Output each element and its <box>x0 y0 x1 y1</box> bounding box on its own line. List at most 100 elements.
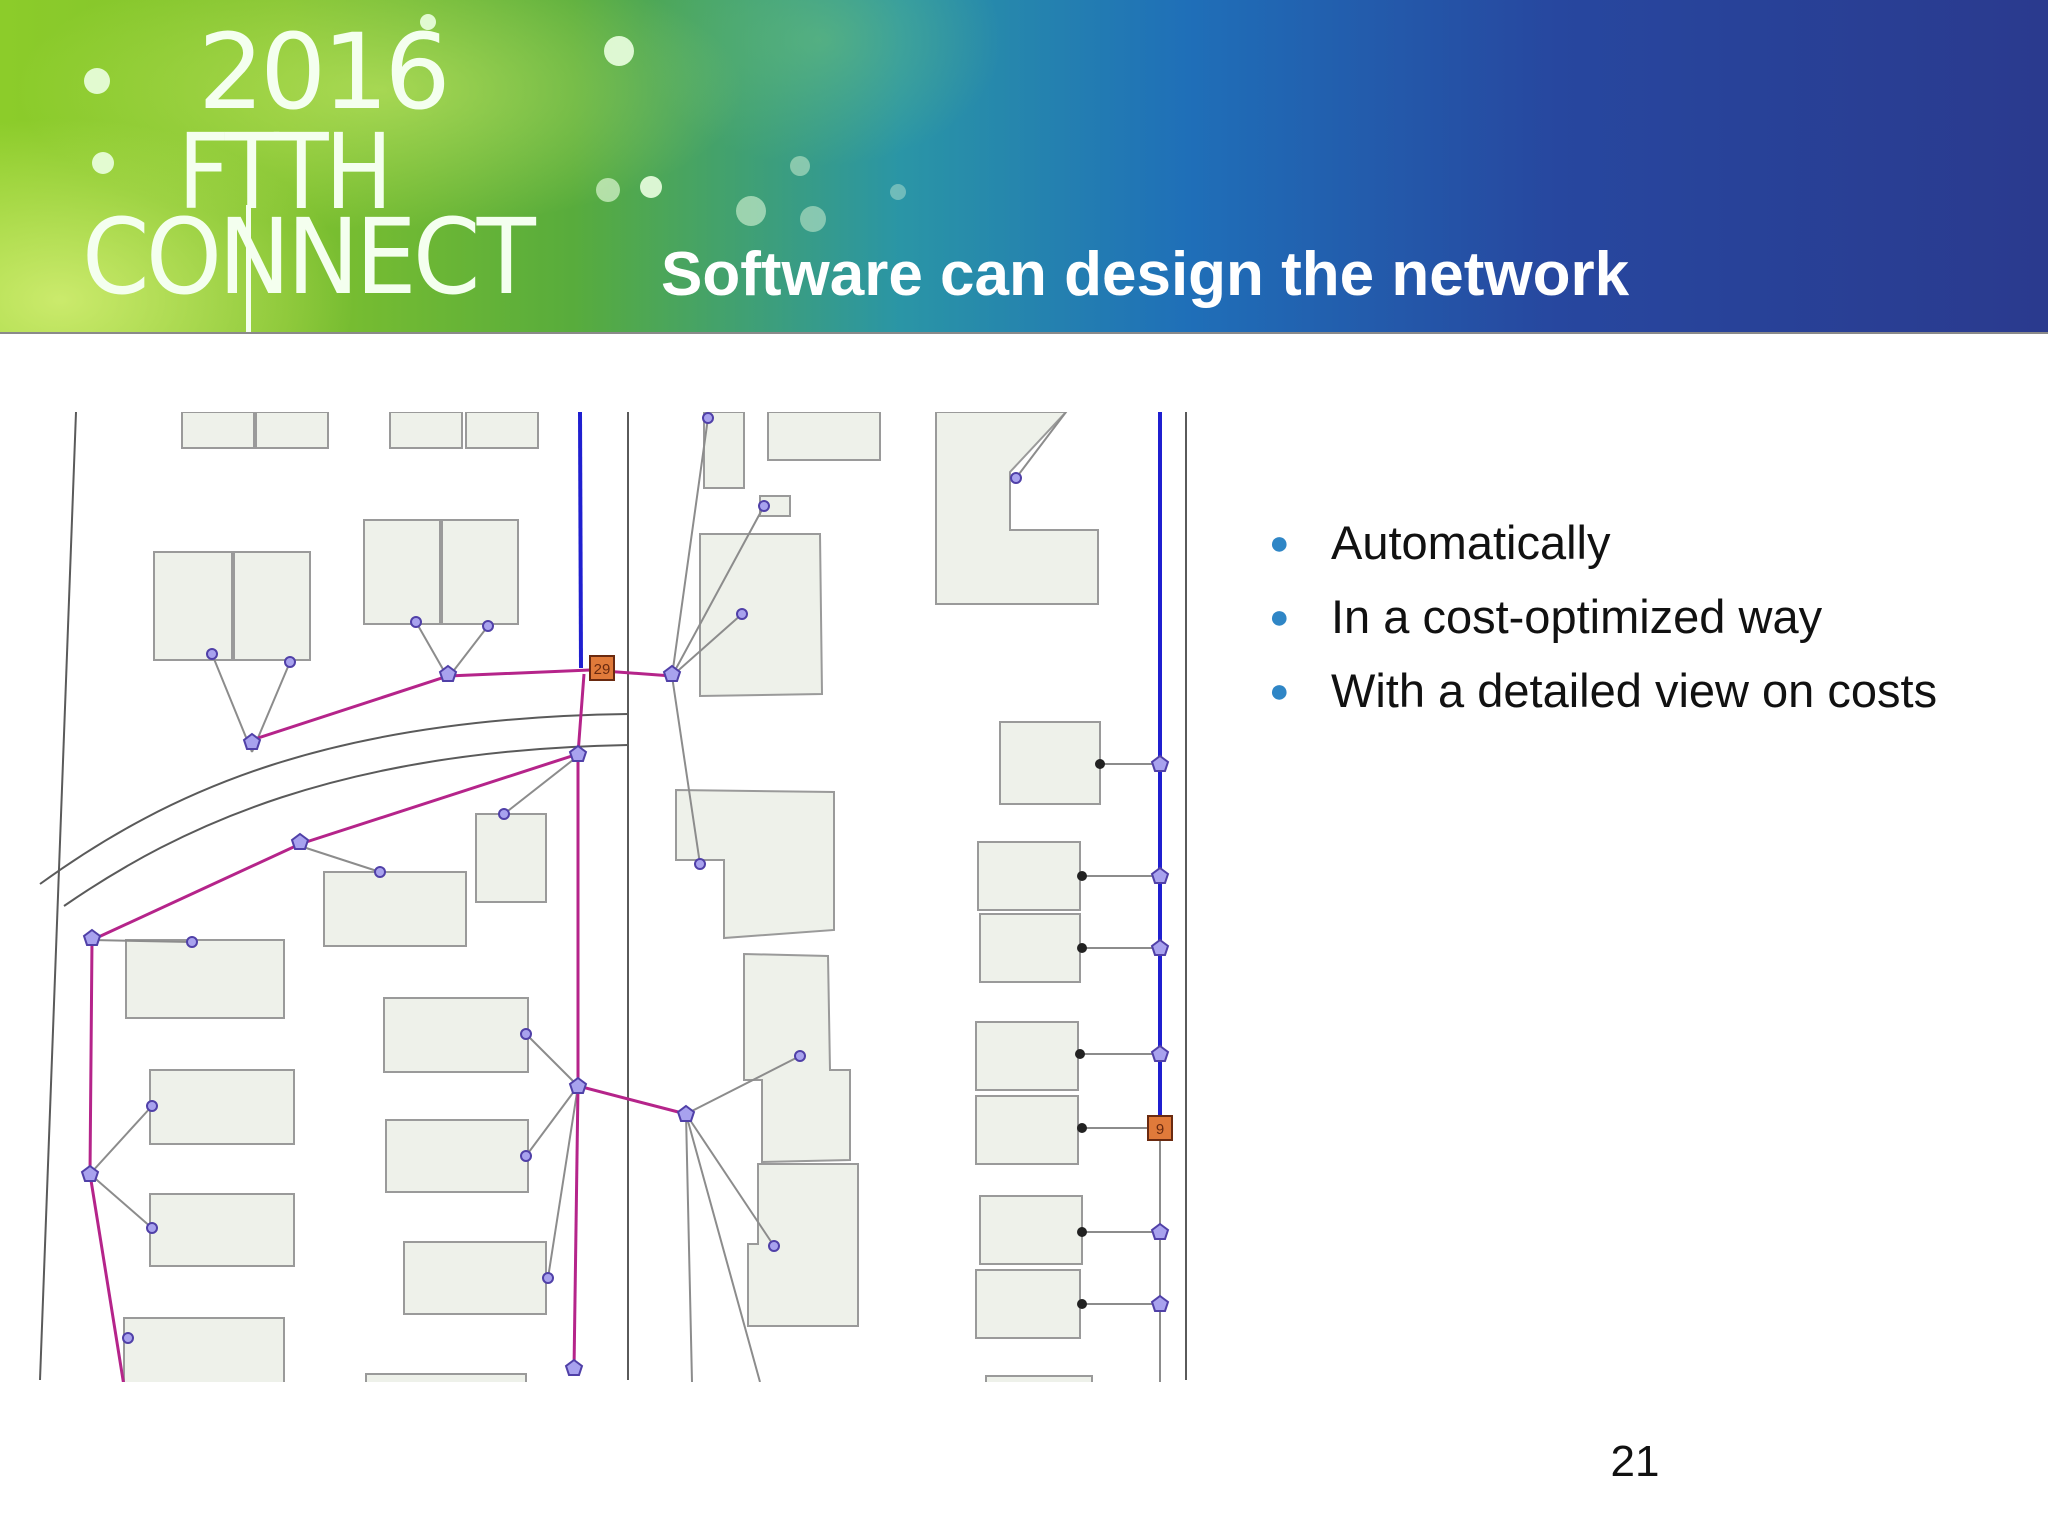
distribution-cable <box>572 1085 580 1371</box>
node-marker <box>768 1240 780 1252</box>
cabinet-box <box>1147 1115 1173 1141</box>
drop-line <box>415 621 489 679</box>
roads <box>39 412 1187 1381</box>
building <box>441 519 519 625</box>
building <box>977 841 1081 911</box>
building <box>389 412 463 449</box>
building <box>153 551 233 661</box>
splice-point <box>438 664 458 682</box>
bullet-dot-icon: ● <box>1269 524 1290 562</box>
building <box>979 913 1081 983</box>
drop-line <box>685 1055 801 1382</box>
banner-glow <box>0 0 2048 334</box>
building <box>323 871 467 947</box>
building <box>975 1021 1079 1091</box>
splice-point <box>1150 1044 1170 1062</box>
building <box>699 533 824 698</box>
splice-point <box>80 1164 100 1182</box>
node-marker <box>694 858 706 870</box>
splice-point <box>1150 754 1170 772</box>
drop-line <box>525 1033 579 1157</box>
header-banner: 2016 FTTH CONNECT Software can design th… <box>0 0 2048 334</box>
bullet-item: ● In a cost-optimized way <box>1264 580 1937 654</box>
splice-point <box>568 744 588 762</box>
distribution-cable <box>88 673 586 1382</box>
building <box>123 1317 285 1382</box>
house-connection <box>1077 1299 1087 1309</box>
building <box>975 1095 1079 1165</box>
splice-point <box>662 664 682 682</box>
bullet-list: ● Automatically ● In a cost-optimized wa… <box>1264 506 1937 728</box>
splice-point <box>564 1358 584 1376</box>
node-marker <box>206 648 218 660</box>
drop-line <box>89 1105 153 1229</box>
bullet-item: ● Automatically <box>1264 506 1937 580</box>
building <box>149 1069 295 1145</box>
bullet-text: Automatically <box>1331 516 1611 569</box>
logo-dot <box>604 36 634 66</box>
house-connections <box>1075 759 1105 1309</box>
building <box>935 412 1099 605</box>
building <box>975 1269 1081 1339</box>
logo-dot <box>800 206 826 232</box>
house-connection <box>1095 759 1105 769</box>
bullet-item: ● With a detailed view on costs <box>1264 654 1937 728</box>
splice-point <box>1150 1222 1170 1240</box>
page-number: 21 <box>1610 1437 1660 1486</box>
splice-point <box>568 1076 588 1094</box>
node-marker <box>702 412 714 424</box>
drop-line <box>671 417 765 677</box>
bullet-dot-icon: ● <box>1269 672 1290 710</box>
slide-title: Software can design the network <box>661 240 1630 309</box>
building <box>747 1163 859 1327</box>
logo-dot <box>890 184 906 200</box>
drop-line <box>91 939 193 943</box>
node-marker <box>1010 472 1022 484</box>
logo-bar <box>246 205 251 334</box>
drop-line <box>547 1085 579 1279</box>
cabinet-label: 9 <box>1156 1121 1164 1138</box>
building <box>475 813 547 903</box>
node-marker <box>374 866 386 878</box>
building <box>233 551 311 661</box>
drop-line <box>671 675 701 865</box>
building <box>383 997 529 1073</box>
node-marker <box>542 1272 554 1284</box>
node-marker <box>482 620 494 632</box>
drop-line <box>1015 412 1067 479</box>
splice-point <box>676 1104 696 1122</box>
node-marker <box>794 1050 806 1062</box>
node-marker <box>146 1100 158 1112</box>
house-connection <box>1077 1227 1087 1237</box>
distribution-cable <box>251 668 673 742</box>
node-marker <box>520 1028 532 1040</box>
drop-line <box>299 845 381 873</box>
feeder-cable <box>578 412 583 669</box>
road-edge <box>63 744 629 907</box>
logo-dot <box>790 156 810 176</box>
node-marker <box>122 1332 134 1344</box>
building <box>385 1119 529 1193</box>
buildings <box>123 412 1101 1382</box>
bullet-dot-icon: ● <box>1269 598 1290 636</box>
node-marker <box>520 1150 532 1162</box>
splice-point <box>242 732 262 750</box>
building <box>999 721 1101 805</box>
splice-point <box>1150 866 1170 884</box>
building <box>363 519 441 625</box>
drop-line <box>1080 763 1160 1305</box>
splice-point <box>82 928 102 946</box>
logo-dot <box>420 14 436 30</box>
node-markers <box>122 412 1022 1344</box>
road-edge <box>39 412 77 1381</box>
cabinet-29: 29 <box>589 655 615 681</box>
splice-point <box>1150 938 1170 956</box>
node-marker <box>758 500 770 512</box>
building <box>255 412 329 449</box>
drop-lines <box>89 412 1161 1382</box>
node-marker <box>186 936 198 948</box>
building <box>403 1241 547 1315</box>
splice-point <box>290 832 310 850</box>
house-connection <box>1077 943 1087 953</box>
cabinet-box <box>589 655 615 681</box>
